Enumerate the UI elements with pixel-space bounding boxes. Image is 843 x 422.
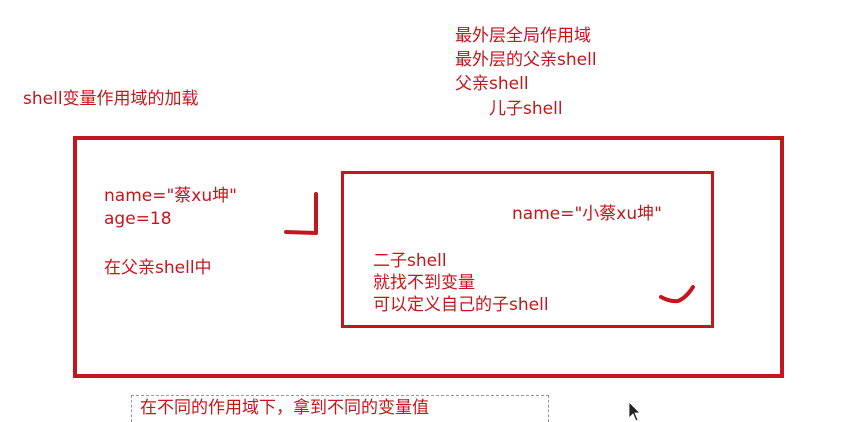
child-note-line-1: 二子shell xyxy=(373,251,447,271)
parent-shell-scope-box xyxy=(73,136,784,378)
child-note-line-3: 可以定义自己的子shell xyxy=(373,295,549,315)
child-shell-scope-box xyxy=(341,171,714,328)
caption-box xyxy=(131,395,549,422)
child-note-line-2: 就找不到变量 xyxy=(373,273,475,293)
hierarchy-line-child-shell: 儿子shell xyxy=(489,99,563,119)
hierarchy-line-outer-parent: 最外层的父亲shell xyxy=(455,50,597,70)
parent-shell-label: 在父亲shell中 xyxy=(104,258,212,278)
mouse-cursor-icon xyxy=(628,401,641,422)
child-name-variable: name="小蔡xu坤" xyxy=(512,204,662,224)
corner-check-mark xyxy=(284,192,318,235)
hierarchy-line-global-scope: 最外层全局作用域 xyxy=(455,26,591,46)
tick-mark xyxy=(659,285,695,304)
diagram-title: shell变量作用域的加载 xyxy=(23,89,199,109)
caption-text: 在不同的作用域下，拿到不同的变量值 xyxy=(140,398,429,418)
hierarchy-line-parent-shell: 父亲shell xyxy=(455,74,529,94)
parent-name-variable: name="蔡xu坤" xyxy=(104,186,237,206)
parent-age-variable: age=18 xyxy=(104,209,172,229)
